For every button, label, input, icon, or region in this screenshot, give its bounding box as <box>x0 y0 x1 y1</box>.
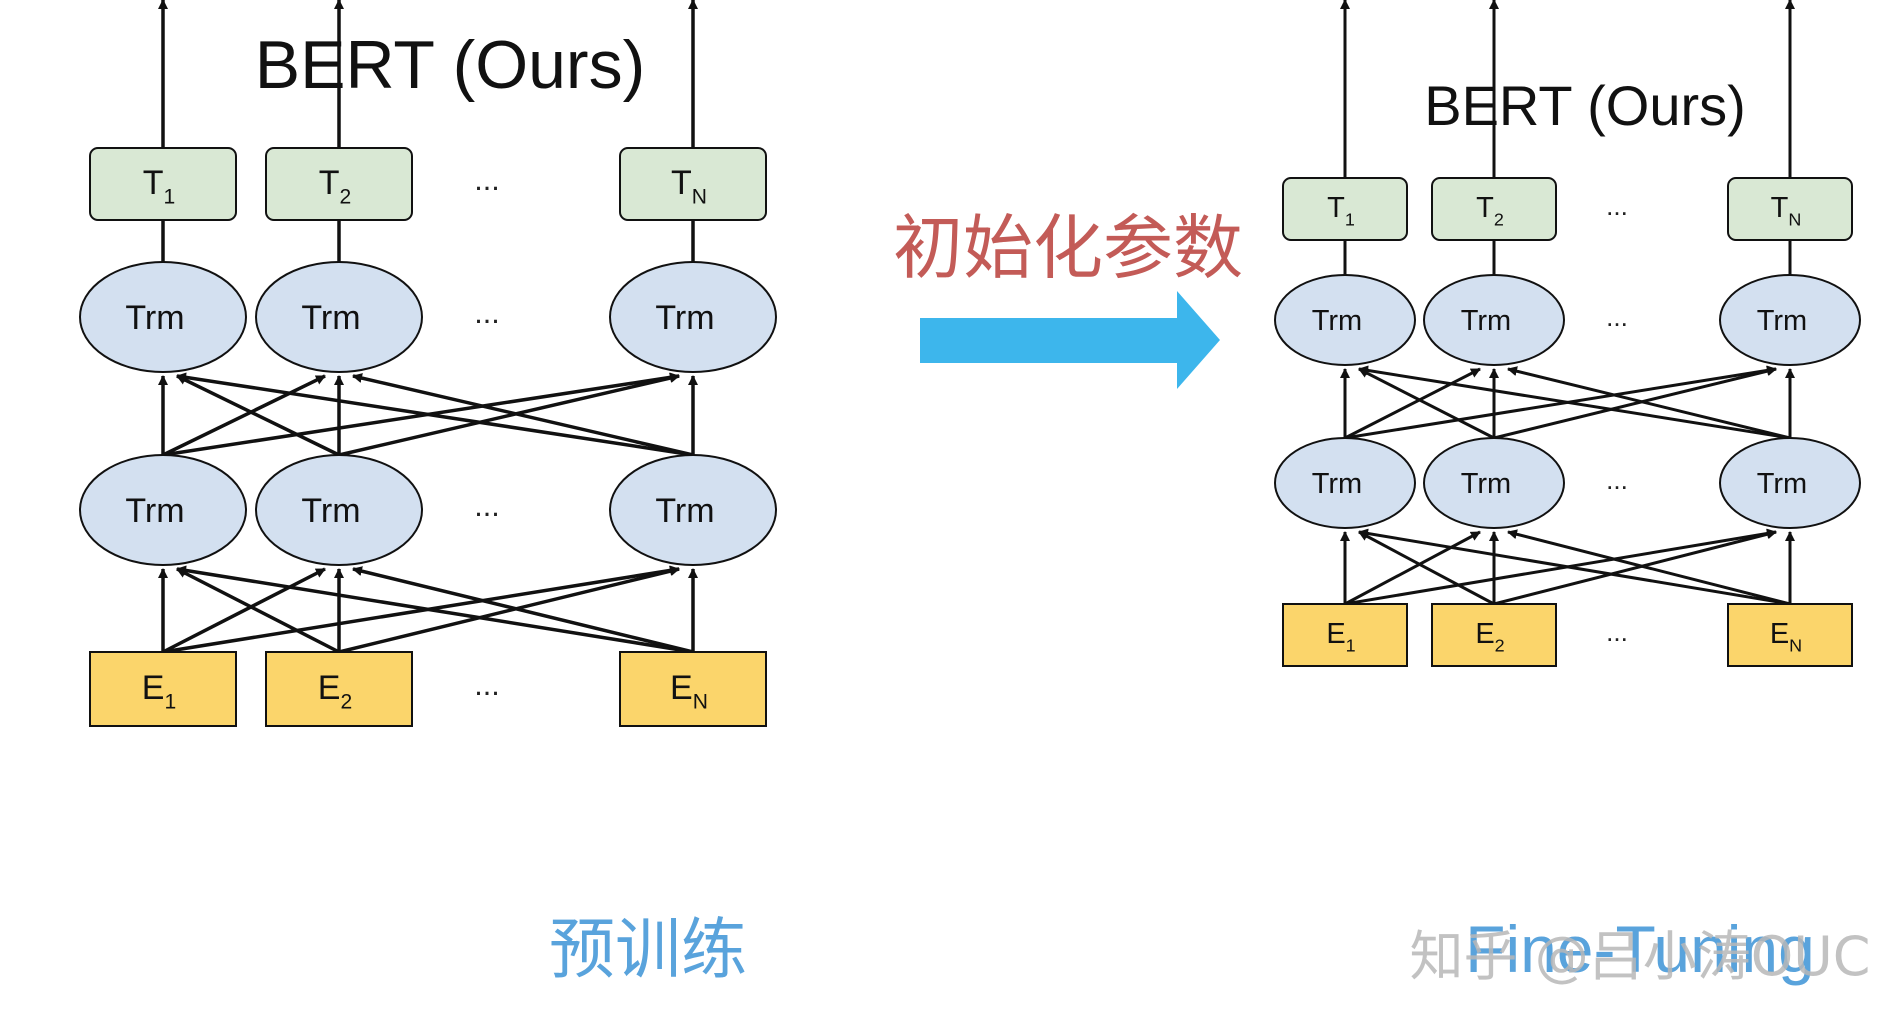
left-ellipsis: ... <box>474 668 500 702</box>
left-output-label: T2 <box>319 164 352 209</box>
right-transformer-label: Trm <box>1757 305 1807 337</box>
left-embed-to-trm-line <box>162 565 680 654</box>
right-embed-to-trm-line <box>1507 529 1791 606</box>
left-transformer-label: Trm <box>301 299 360 337</box>
left-embed-to-trm-line <box>176 567 340 654</box>
left-trm-to-trm-line <box>338 373 680 457</box>
left-embedding-box <box>619 651 767 727</box>
left-embed-to-trm-line <box>338 566 680 654</box>
right-ellipsis: ... <box>1606 465 1628 495</box>
init-params-label: 初始化参数 <box>893 207 1243 289</box>
right-embed-to-trm-line <box>1344 528 1777 606</box>
right-ellipsis: ... <box>1606 302 1628 332</box>
left-transformer-label: Trm <box>655 299 714 337</box>
left-embed-to-trm-line <box>352 566 694 654</box>
finetuning-caption: Fine-Tuning <box>1465 912 1815 986</box>
left-embedding-label: E1 <box>142 669 176 714</box>
left-transformer-node <box>255 454 423 566</box>
right-model-title: BERT (Ours) <box>1424 74 1746 137</box>
right-embedding-label: E1 <box>1326 618 1355 655</box>
left-output-box <box>89 147 237 221</box>
right-embedding-box <box>1431 603 1557 667</box>
right-transformer-node <box>1274 437 1416 529</box>
right-transformer-node <box>1719 437 1861 529</box>
right-embed-to-trm-line <box>1493 529 1777 606</box>
right-output-box <box>1431 177 1557 241</box>
right-transformer-node <box>1274 274 1416 366</box>
transfer-panel: 初始化参数 <box>893 207 1243 389</box>
left-embedding-label: EN <box>670 669 708 714</box>
left-transformer-label: Trm <box>125 492 184 530</box>
left-trm-to-trm-line <box>162 372 680 457</box>
right-ellipsis: ... <box>1606 617 1628 647</box>
left-ellipsis: ... <box>474 163 500 197</box>
right-output-box <box>1282 177 1408 241</box>
right-transformer-node <box>1423 437 1565 529</box>
right-arrow-icon <box>920 291 1220 389</box>
watermark: 知乎 @吕小涛OUC <box>1410 925 1871 988</box>
right-output-label: T1 <box>1327 192 1355 229</box>
right-transformer-label: Trm <box>1461 468 1511 500</box>
right-output-label: T2 <box>1476 192 1504 229</box>
left-transformer-node <box>255 261 423 373</box>
right-embedding-box <box>1727 603 1853 667</box>
left-embedding-box <box>89 651 237 727</box>
right-ellipsis: ... <box>1606 191 1628 221</box>
left-output-box <box>619 147 767 221</box>
right-output-label: TN <box>1771 192 1802 229</box>
left-trm-to-trm-line <box>352 373 694 457</box>
right-trm-to-trm-line <box>1493 366 1777 440</box>
right-trm-to-trm-line <box>1358 367 1495 440</box>
right-transformer-node <box>1719 274 1861 366</box>
left-transformer-node <box>609 261 777 373</box>
pretraining-caption: 预训练 <box>549 911 747 988</box>
right-embedding-label: E2 <box>1475 618 1504 655</box>
left-trm-to-trm-line <box>176 374 340 457</box>
right-embedding-label: EN <box>1770 618 1802 655</box>
left-embedding-box <box>265 651 413 727</box>
right-embedding-box <box>1282 603 1408 667</box>
left-output-box <box>265 147 413 221</box>
left-embed-to-trm-line <box>176 565 694 654</box>
right-embed-to-trm-line <box>1344 530 1481 606</box>
right-trm-to-trm-line <box>1507 366 1791 440</box>
right-transformer-node <box>1423 274 1565 366</box>
left-model-title: BERT (Ours) <box>255 27 645 103</box>
left-transformer-node <box>79 454 247 566</box>
left-ellipsis: ... <box>474 296 500 330</box>
right-transformer-label: Trm <box>1461 305 1511 337</box>
left-transformer-label: Trm <box>301 492 360 530</box>
right-trm-to-trm-line <box>1358 365 1791 440</box>
left-ellipsis: ... <box>474 489 500 523</box>
left-trm-to-trm-line <box>176 372 694 457</box>
right-trm-to-trm-line <box>1344 367 1481 440</box>
right-transformer-label: Trm <box>1312 468 1362 500</box>
right-transformer-label: Trm <box>1757 468 1807 500</box>
right-transformer-label: Trm <box>1312 305 1362 337</box>
left-connections <box>158 0 698 654</box>
right-embed-to-trm-line <box>1358 530 1495 606</box>
left-trm-to-trm-line <box>162 374 326 457</box>
right-embed-to-trm-line <box>1358 528 1791 606</box>
left-output-label: TN <box>671 164 707 209</box>
left-output-label: T1 <box>143 164 176 209</box>
left-transformer-node <box>79 261 247 373</box>
right-trm-to-trm-line <box>1344 365 1777 440</box>
left-embedding-label: E2 <box>318 669 352 714</box>
left-transformer-label: Trm <box>125 299 184 337</box>
left-transformer-label: Trm <box>655 492 714 530</box>
left-embed-to-trm-line <box>162 567 326 654</box>
right-output-box <box>1727 177 1853 241</box>
left-transformer-node <box>609 454 777 566</box>
